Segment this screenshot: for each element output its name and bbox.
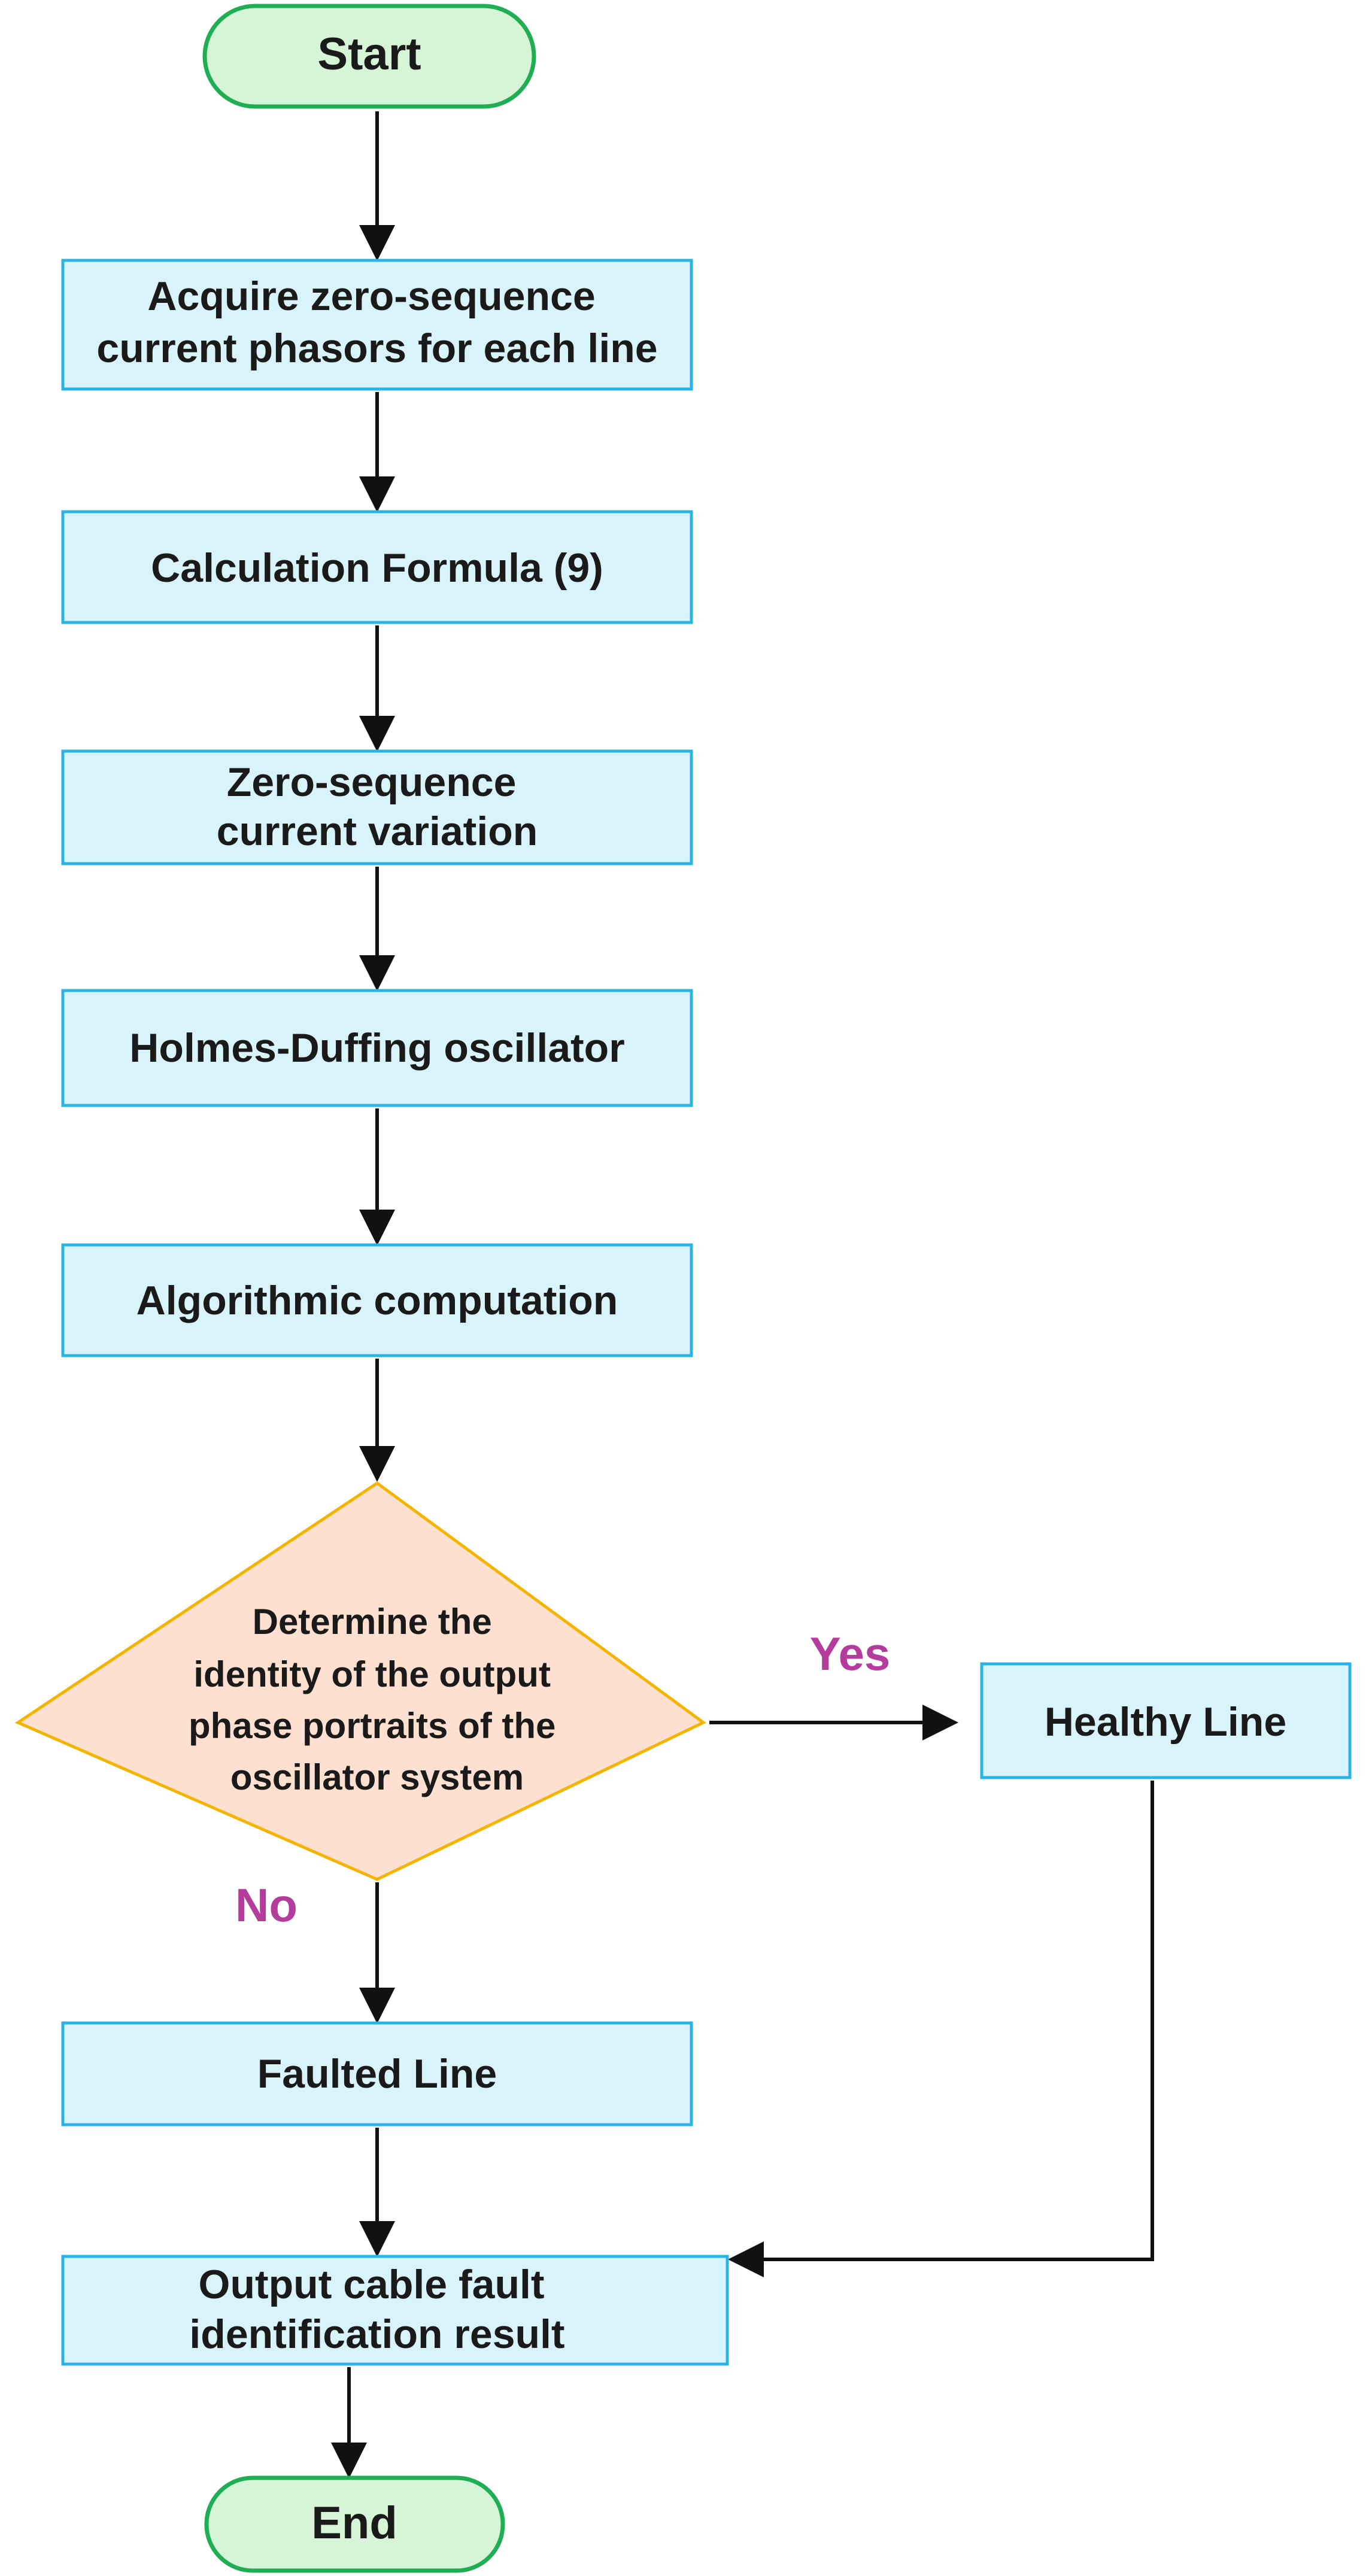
decision-label-line-1: Determine the <box>253 1602 492 1642</box>
oscillator-label: Holmes-Duffing oscillator <box>129 1025 624 1071</box>
formula-shape <box>61 510 693 624</box>
end-terminal: End <box>204 2475 505 2573</box>
variation-label: Zero-sequence current variation <box>217 760 538 854</box>
output-label: Output cable fault identification result <box>189 2262 564 2357</box>
faulted-process: Faulted Line <box>61 2021 693 2127</box>
connectors <box>331 111 1154 2478</box>
healthy-label: Healthy Line <box>1045 1699 1286 1745</box>
variation-shape <box>61 749 693 865</box>
algorithm-shape <box>61 1243 693 1357</box>
algorithm-label: Algorithmic computation <box>136 1278 618 1323</box>
acquire-shape <box>61 259 693 391</box>
end-label: End <box>311 2498 397 2548</box>
output-label-line-2: identification result <box>189 2311 564 2357</box>
acquire-label-line-1: Acquire zero-sequence <box>147 274 595 319</box>
healthy-process: Healthy Line <box>980 1662 1352 1779</box>
decision-label: Determine the identity of the output pha… <box>189 1602 566 1797</box>
end-shape <box>204 2475 505 2573</box>
faulted-shape <box>61 2021 693 2127</box>
start-terminal: Start <box>202 4 536 109</box>
acquire-process: Acquire zero-sequence current phasors fo… <box>61 259 693 391</box>
decision-node: Determine the identity of the output pha… <box>14 1481 706 1881</box>
healthy-shape <box>980 1662 1352 1779</box>
variation-label-line-2: current variation <box>217 809 538 854</box>
no-branch-label: No <box>235 1879 298 1931</box>
decision-label-line-4: oscillator system <box>230 1757 524 1797</box>
oscillator-process: Holmes-Duffing oscillator <box>61 989 693 1107</box>
formula-label: Calculation Formula (9) <box>151 545 603 591</box>
faulted-label: Faulted Line <box>257 2051 497 2097</box>
formula-process: Calculation Formula (9) <box>61 510 693 624</box>
acquire-label-line-2: current phasors for each line <box>96 326 657 371</box>
variation-process: Zero-sequence current variation <box>61 749 693 865</box>
decision-label-line-2: identity of the output <box>193 1654 551 1694</box>
output-shape <box>61 2255 729 2366</box>
oscillator-shape <box>61 989 693 1107</box>
output-label-line-1: Output cable fault <box>199 2262 545 2307</box>
arrow-healthy-to-output <box>728 1781 1154 2277</box>
start-label: Start <box>317 29 421 80</box>
algorithm-process: Algorithmic computation <box>61 1243 693 1357</box>
decision-label-line-3: phase portraits of the <box>189 1706 556 1746</box>
output-process: Output cable fault identification result <box>61 2255 729 2366</box>
yes-branch-label: Yes <box>810 1627 890 1680</box>
start-shape <box>202 4 536 109</box>
decision-shape <box>14 1481 706 1881</box>
acquire-label: Acquire zero-sequence current phasors fo… <box>96 274 657 371</box>
variation-label-line-1: Zero-sequence <box>227 760 517 805</box>
